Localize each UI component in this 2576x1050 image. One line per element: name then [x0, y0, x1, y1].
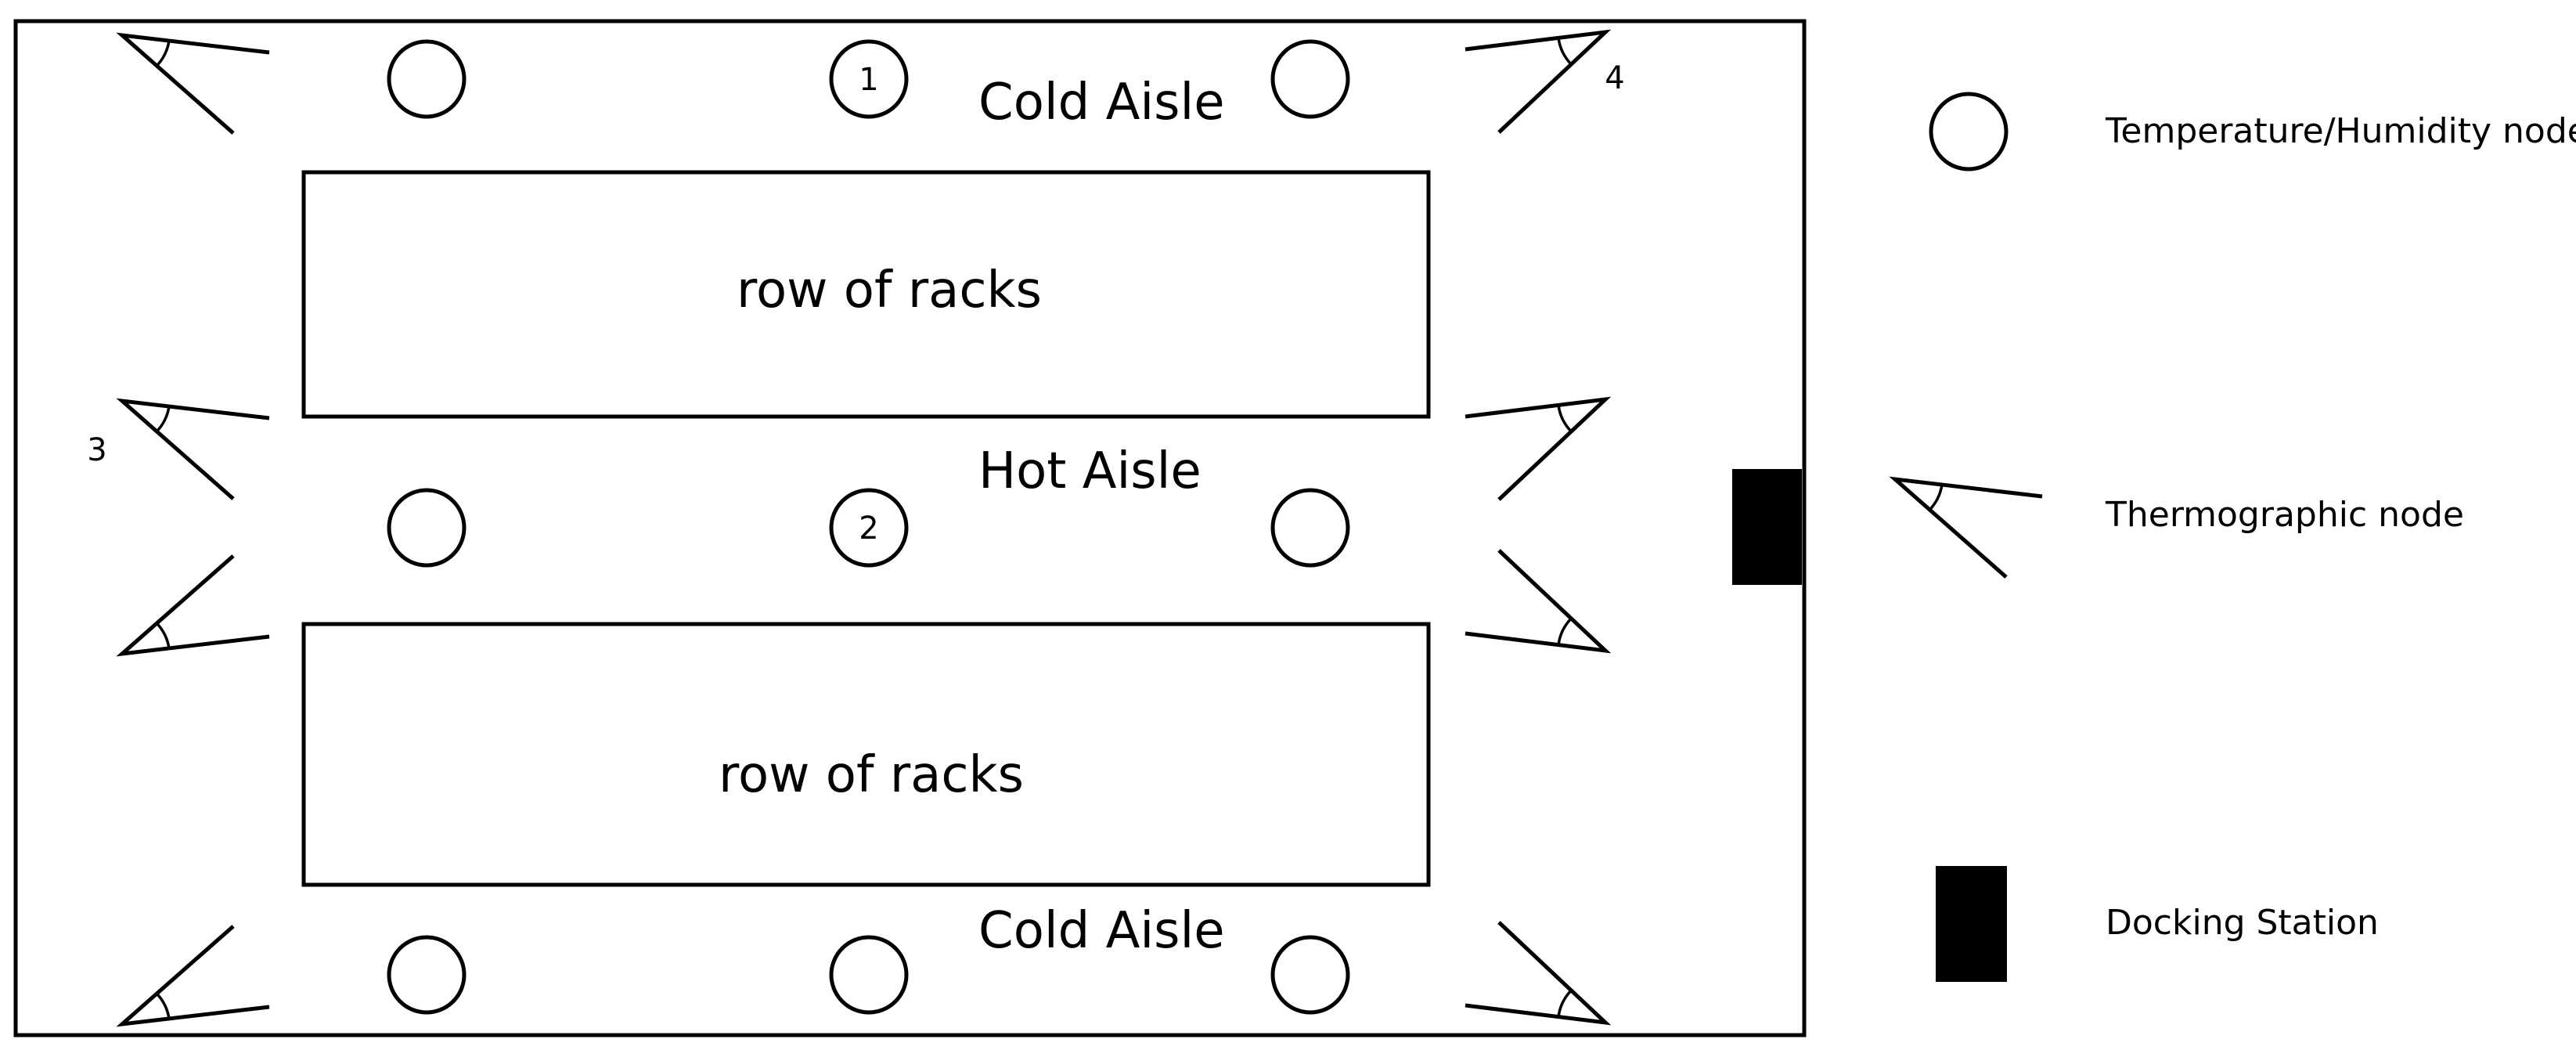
legend: Temperature/Humidity node Thermographic … — [1889, 92, 2576, 982]
legend-temperature-node-icon — [1929, 92, 2009, 171]
temperature-node — [1270, 935, 1350, 1015]
thermographic-node-4 — [1465, 29, 1612, 134]
rack-row-bottom — [301, 622, 1431, 887]
cold-aisle-top-label: Cold Aisle — [978, 74, 1225, 132]
temperature-node — [387, 488, 467, 568]
temperature-node — [1270, 39, 1350, 119]
thermographic-node — [116, 554, 270, 657]
node-number-4: 4 — [1605, 60, 1624, 96]
legend-docking-station-icon — [1936, 866, 2007, 982]
node-number-1: 1 — [859, 62, 878, 98]
hot-aisle-label: Hot Aisle — [978, 442, 1202, 500]
temperature-node-2 — [829, 488, 909, 568]
legend-temperature-node-label: Temperature/Humidity node — [2105, 111, 2576, 151]
legend-thermographic-node-label: Thermographic node — [2105, 495, 2464, 535]
temperature-node — [387, 39, 467, 119]
rack-row-top-label: row of racks — [737, 262, 1042, 319]
cold-aisle-bottom-label: Cold Aisle — [978, 902, 1225, 960]
thermographic-node-3 — [116, 398, 270, 500]
thermographic-node — [1465, 921, 1612, 1026]
temperature-node — [829, 935, 909, 1015]
legend-docking-station-label: Docking Station — [2106, 903, 2379, 943]
rack-row-bottom-label: row of racks — [719, 746, 1024, 804]
thermographic-node — [1465, 549, 1612, 654]
node-number-2: 2 — [859, 511, 878, 547]
temperature-node — [1270, 488, 1350, 568]
thermographic-node — [1465, 396, 1612, 501]
rack-row-top — [301, 170, 1431, 419]
thermographic-node — [116, 32, 270, 135]
docking-station — [1732, 469, 1802, 585]
room-outline — [13, 19, 1807, 1037]
temperature-node-1 — [829, 39, 909, 119]
thermographic-node — [116, 925, 270, 1027]
node-number-3: 3 — [87, 432, 106, 468]
legend-thermographic-node-icon — [1889, 476, 2043, 579]
temperature-node — [387, 935, 467, 1015]
